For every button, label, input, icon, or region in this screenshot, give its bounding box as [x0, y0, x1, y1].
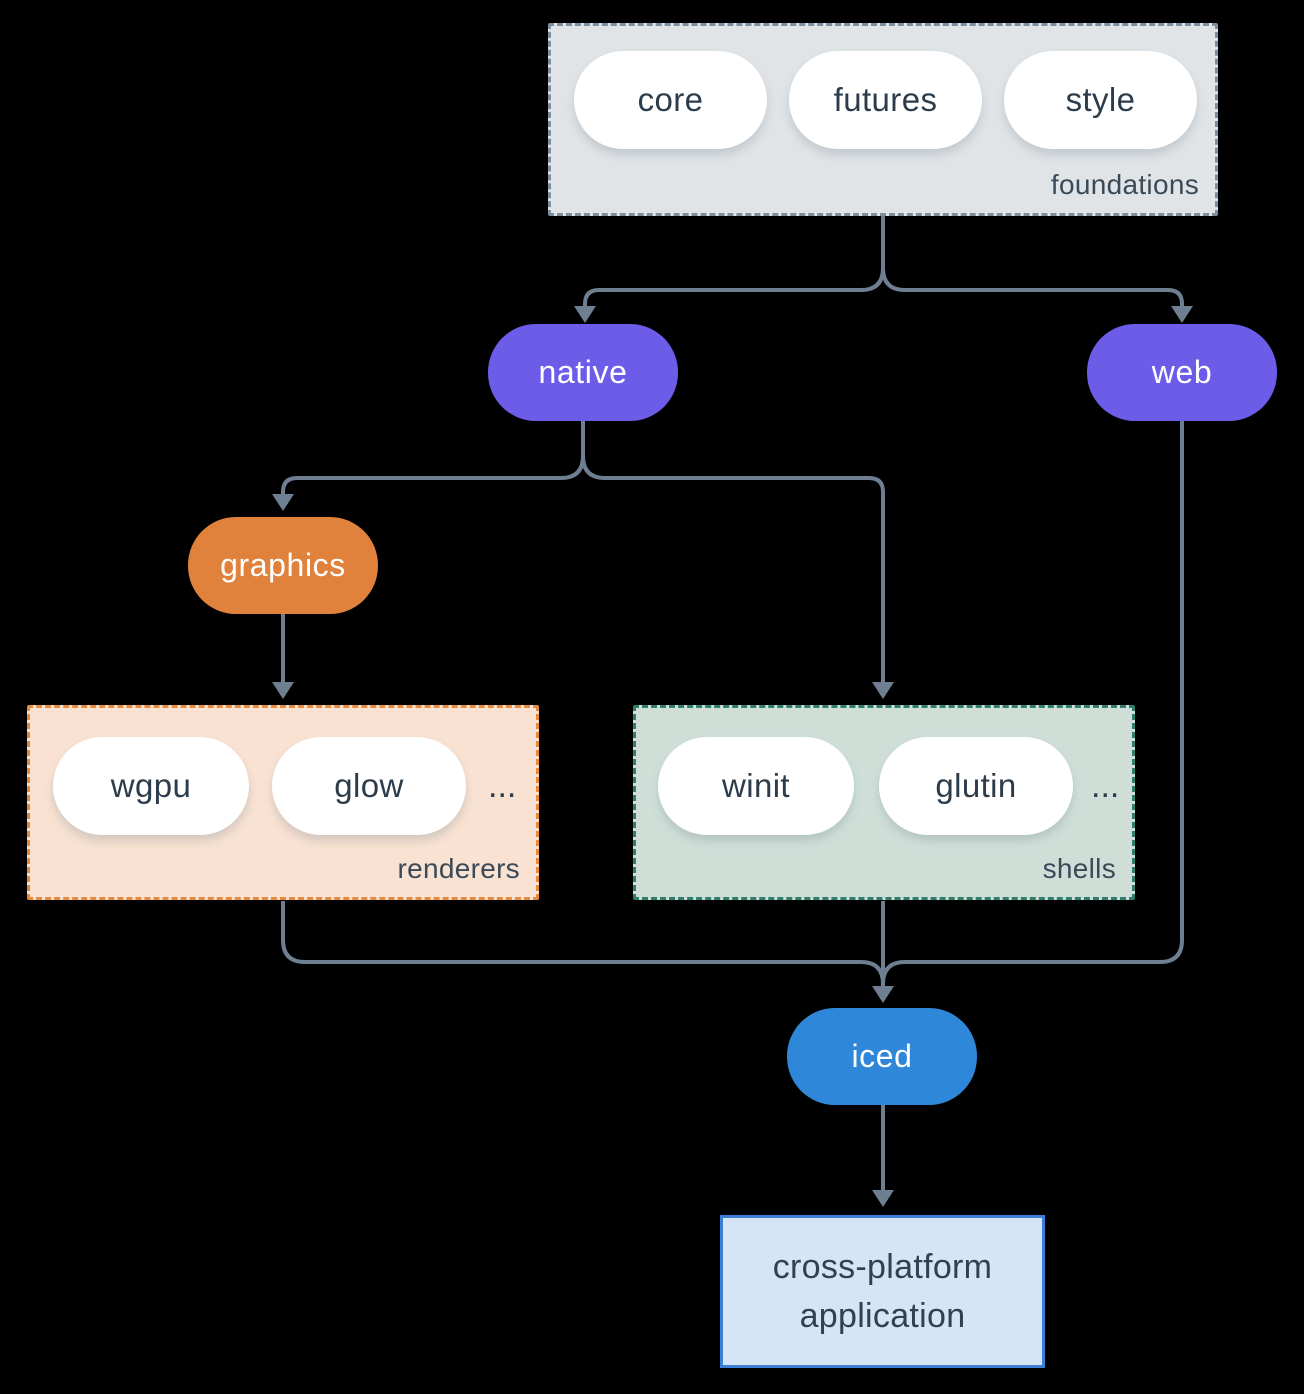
shells-group: winit glutin ... shells: [633, 705, 1135, 900]
application-box: cross-platform application: [720, 1215, 1045, 1368]
arrowhead-renderers: [272, 682, 294, 699]
edge-native-shells: [581, 421, 885, 684]
arrowhead-graphics: [272, 494, 294, 511]
crate-pill-core: core: [574, 51, 767, 149]
foundations-group: core futures style foundations: [548, 23, 1218, 216]
node-iced: iced: [787, 1008, 977, 1105]
crate-pill-winit-label: winit: [721, 767, 791, 804]
crate-pill-style-label: style: [1065, 81, 1136, 118]
node-iced-label: iced: [851, 1038, 913, 1074]
node-native-label: native: [538, 354, 628, 390]
crate-pill-wgpu: wgpu: [53, 737, 249, 835]
crate-pill-futures: futures: [789, 51, 982, 149]
foundations-group-label: foundations: [1050, 169, 1199, 200]
crate-pill-futures-label: futures: [833, 81, 938, 118]
crate-pill-wgpu-label: wgpu: [110, 767, 192, 804]
edge-foundations-native: [583, 216, 885, 308]
edge-renderers-iced: [281, 901, 885, 985]
crate-pill-glutin: glutin: [879, 737, 1073, 835]
arrowhead-shells: [872, 682, 894, 699]
node-web-label: web: [1151, 354, 1213, 390]
node-graphics-label: graphics: [220, 547, 346, 583]
arrowhead-web: [1171, 306, 1193, 323]
crate-pill-glutin-label: glutin: [935, 767, 1017, 804]
application-label-line2: application: [799, 1296, 966, 1335]
arrowhead-native: [574, 306, 596, 323]
renderers-ellipsis: ...: [488, 766, 517, 805]
edge-foundations-web: [881, 216, 1184, 308]
crate-pill-winit: winit: [658, 737, 854, 835]
edge-web-iced: [881, 421, 1184, 985]
shells-ellipsis: ...: [1091, 766, 1120, 805]
crate-pill-style: style: [1004, 51, 1197, 149]
crate-pill-core-label: core: [637, 81, 704, 118]
arrowhead-application: [872, 1190, 894, 1207]
renderers-group: wgpu glow ... renderers: [27, 705, 539, 900]
crate-pill-glow: glow: [272, 737, 466, 835]
arrowhead-iced: [872, 986, 894, 1003]
shells-group-label: shells: [1042, 853, 1116, 884]
renderers-group-label: renderers: [397, 853, 520, 884]
node-web: web: [1087, 324, 1277, 421]
application-label-line1: cross-platform: [772, 1248, 993, 1287]
node-graphics: graphics: [188, 517, 378, 614]
crate-pill-glow-label: glow: [334, 767, 404, 804]
edge-native-graphics: [281, 421, 585, 496]
node-native: native: [488, 324, 678, 421]
